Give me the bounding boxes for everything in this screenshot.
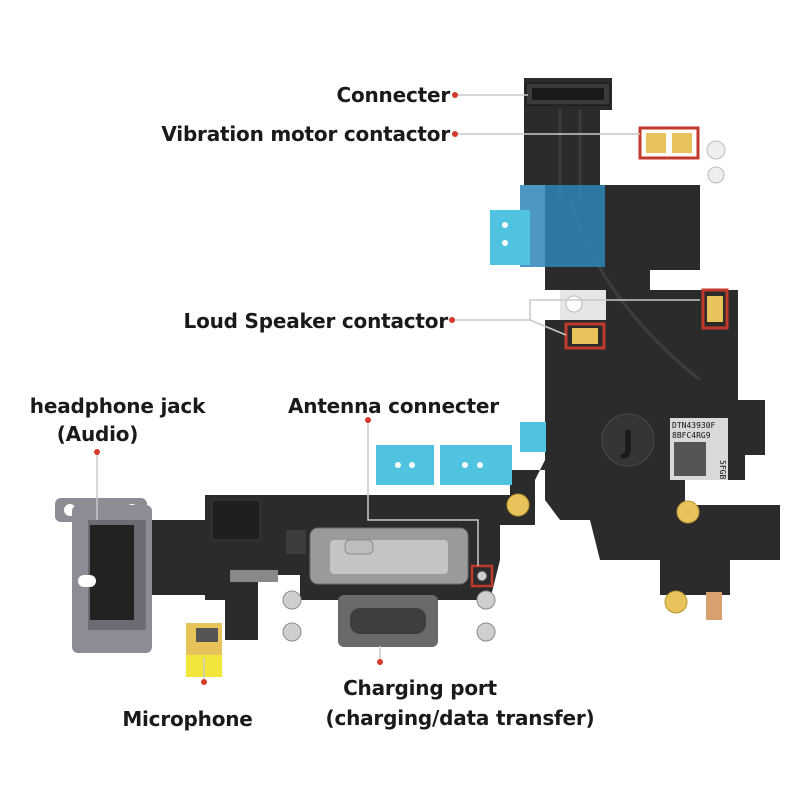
label-headphone-audio: (Audio): [56, 422, 139, 446]
flex-board-shape: [130, 78, 780, 640]
blue-tape-mid-1: [376, 445, 434, 485]
logo-letter: J: [620, 425, 633, 460]
antenna-highlight-box: [470, 564, 494, 588]
dot-charging: [377, 659, 383, 665]
vibration-highlight-box: [638, 126, 700, 160]
label-headphone-jack: headphone jack: [29, 394, 206, 418]
label-antenna-connecter: Antenna connecter: [288, 394, 499, 418]
blue-tape-shield: [520, 185, 605, 267]
dot-connecter: [452, 92, 458, 98]
label-microphone: Microphone: [122, 707, 253, 731]
serial-code-3: 5FGB: [718, 460, 727, 479]
leader-antenna: [367, 420, 479, 566]
label-charging-data-transfer: (charging/data transfer): [325, 706, 595, 730]
dot-microphone: [201, 679, 207, 685]
microphone: [196, 628, 218, 642]
dot-antenna: [365, 417, 371, 423]
smd-row: [230, 570, 278, 582]
label-charging-port: Charging port: [343, 676, 497, 700]
speaker-pad-2: [572, 328, 598, 344]
label-connecter: Connecter: [336, 83, 450, 107]
blue-tape-right: [520, 422, 546, 452]
speaker-highlight-box-1: [701, 288, 729, 330]
blue-tape-mid-2: [440, 445, 512, 485]
label-loud-speaker-contactor: Loud Speaker contactor: [183, 309, 449, 333]
top-connector-pins: [532, 88, 604, 100]
speaker-highlight-box-2: [564, 322, 606, 350]
gold-pad-1: [506, 493, 530, 517]
qr-code: [674, 442, 706, 476]
lightning-slot: [350, 608, 426, 634]
screw-hole-top: [706, 140, 726, 160]
dot-speaker: [449, 317, 455, 323]
logo-circle: [601, 413, 655, 467]
blue-tape-tab-left: [490, 210, 530, 265]
vibration-pad-1: [646, 133, 666, 153]
vibration-pad-2: [672, 133, 692, 153]
leader-speaker-1: [452, 299, 700, 321]
serial-code-1: DTN43930F: [672, 421, 716, 430]
corner-bracket: [706, 592, 722, 620]
chip-2: [286, 530, 306, 554]
leader-speaker-2: [529, 319, 567, 336]
gold-pad-2: [676, 500, 700, 524]
chip-1: [211, 499, 261, 541]
dot-vibration: [452, 131, 458, 137]
label-vibration-motor-contactor: Vibration motor contactor: [161, 122, 450, 146]
gold-pad-3: [664, 590, 688, 614]
leader-lines: [96, 94, 700, 680]
dot-headphone: [94, 449, 100, 455]
screw-hole-top-2: [707, 166, 725, 184]
antenna-connector: [476, 570, 488, 582]
speaker-pad-1: [707, 296, 723, 322]
flex-cable: J DTN43930F 8BFC4RG9 5FGB: [55, 78, 780, 677]
headphone-jack-body: [90, 525, 134, 620]
serial-code-2: 8BFC4RG9: [672, 431, 711, 440]
